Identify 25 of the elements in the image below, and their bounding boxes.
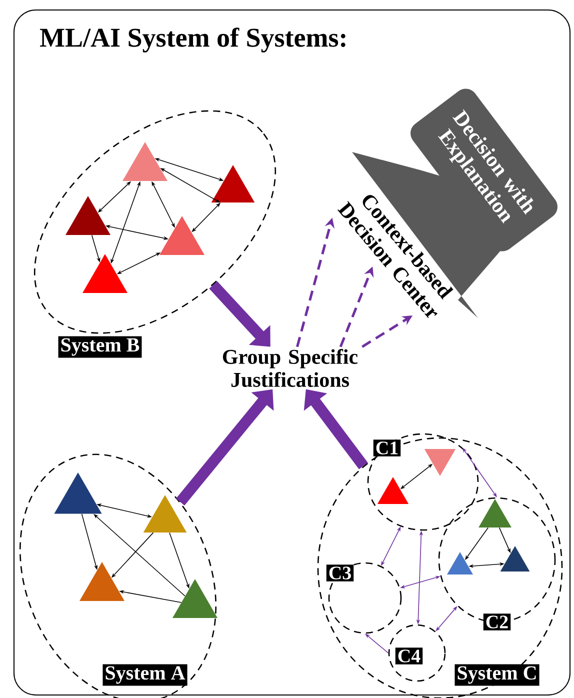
system-label: C2: [483, 614, 511, 630]
arrow: [209, 281, 270, 347]
system-label: System B: [58, 336, 142, 358]
triangle: [500, 546, 530, 572]
triangle: [447, 552, 473, 574]
system-label: System A: [102, 664, 188, 686]
triangle: [211, 165, 255, 202]
title: ML/AI System of Systems:: [40, 28, 346, 52]
system-label: System C: [454, 664, 540, 686]
triangle: [122, 142, 168, 181]
triangle: [424, 449, 456, 476]
triangle: [159, 216, 205, 255]
triangle: [79, 562, 125, 601]
triangle: [54, 472, 102, 514]
triangle: [65, 196, 111, 235]
justification-label: Group Specific Justifications: [222, 348, 358, 388]
triangle: [82, 254, 128, 293]
system-label: C4: [395, 648, 423, 664]
triangle: [377, 477, 409, 504]
arrow: [365, 634, 389, 654]
system-label: C1: [373, 440, 401, 456]
triangle: [478, 499, 512, 528]
system-label: C3: [326, 564, 354, 582]
triangle: [143, 495, 187, 532]
triangle: [172, 579, 218, 618]
